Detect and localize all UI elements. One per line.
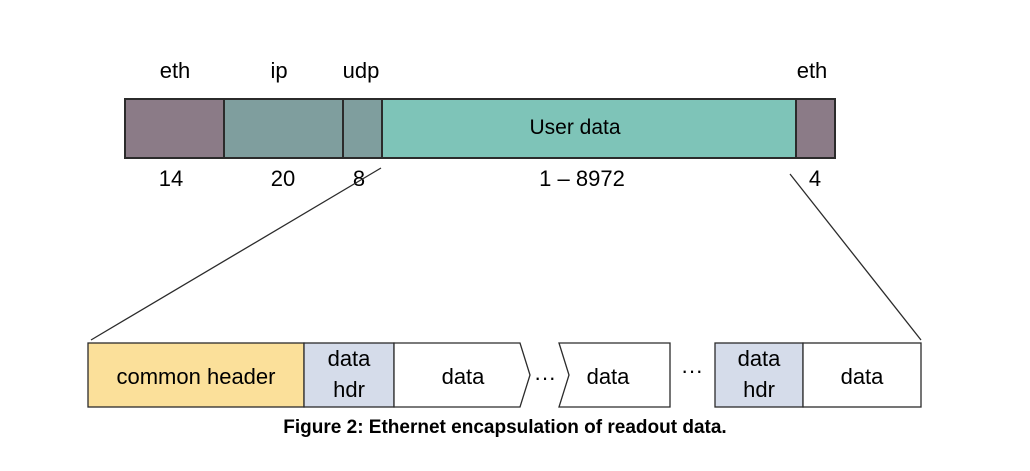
- data-header-label-line1: data: [328, 346, 372, 371]
- eth-trailer-size: 4: [809, 166, 821, 191]
- ip-header-label: ip: [270, 58, 287, 83]
- zoom-line-right: [789, 173, 922, 341]
- data-label: data: [587, 364, 631, 389]
- data-box: [802, 342, 922, 408]
- data-label: data: [841, 364, 885, 389]
- eth-header-segment: [124, 98, 225, 159]
- ellipsis: ···: [534, 365, 556, 390]
- ellipsis: ···: [681, 358, 703, 383]
- data-header-label-line1: data: [738, 346, 782, 371]
- data-label: data: [442, 364, 486, 389]
- zoom-line-left: [90, 167, 382, 341]
- figure-caption: Figure 2: Ethernet encapsulation of read…: [283, 417, 726, 438]
- user-data-segment: [381, 98, 797, 159]
- user-data-label: User data: [529, 116, 620, 139]
- eth-trailer-segment: [795, 98, 836, 159]
- udp-header-size: 8: [353, 166, 365, 191]
- udp-header-segment: [342, 98, 383, 159]
- data-header-box: [714, 342, 804, 408]
- data-header-label-line2: hdr: [333, 377, 365, 402]
- eth-header-size: 14: [159, 166, 183, 191]
- user-data-size: 1 – 8972: [539, 166, 625, 191]
- eth-trailer-label: eth: [797, 58, 828, 83]
- eth-header-label: eth: [160, 58, 191, 83]
- data-header-label-line2: hdr: [743, 377, 775, 402]
- ip-header-size: 20: [271, 166, 295, 191]
- data-box: [393, 342, 531, 408]
- ip-header-segment: [223, 98, 344, 159]
- data-box: [558, 342, 671, 408]
- udp-header-label: udp: [343, 58, 380, 83]
- common-header-box: [87, 342, 305, 408]
- common-header-label: common header: [117, 364, 276, 389]
